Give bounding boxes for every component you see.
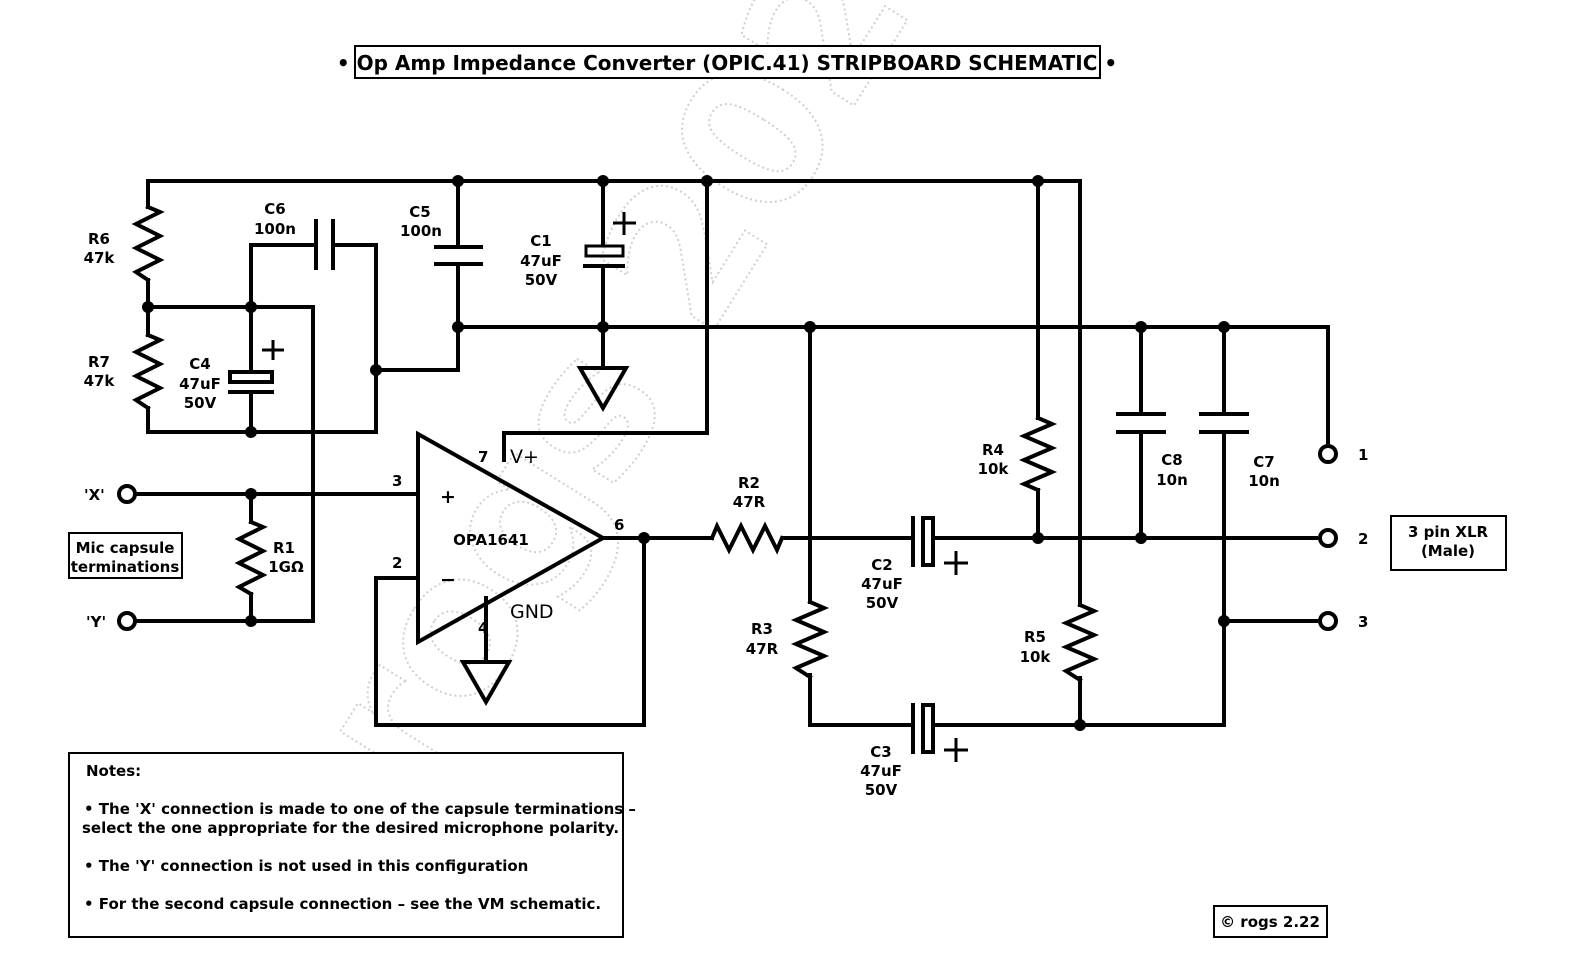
- resistor-r3: R3 47R: [746, 599, 830, 680]
- page-title: • Op Amp Impedance Converter (OPIC.41) S…: [337, 51, 1117, 75]
- c3-value: 47uF: [860, 762, 902, 780]
- resistor-r6: R6 47k: [84, 204, 165, 283]
- notes-box: Notes: • The 'X' connection is made to o…: [68, 752, 636, 938]
- xlr-box-line1: 3 pin XLR: [1408, 523, 1489, 541]
- r3-ref: R3: [751, 620, 773, 638]
- pin-3-label: 3: [392, 472, 402, 490]
- note-3: • For the second capsule connection – se…: [84, 895, 601, 913]
- r7-ref: R7: [88, 353, 110, 371]
- mic-capsule-line2: terminations: [71, 558, 180, 576]
- c7-ref: C7: [1253, 453, 1274, 471]
- r5-value: 10k: [1020, 648, 1052, 666]
- c5-value: 100n: [400, 222, 442, 240]
- c4-ref: C4: [189, 355, 210, 373]
- c8-value: 10n: [1156, 471, 1188, 489]
- pin-4-label: 4: [478, 619, 488, 637]
- xlr-pin-2-label: 2: [1358, 530, 1368, 548]
- c6-value: 100n: [254, 220, 296, 238]
- opamp-plus-sign: +: [440, 486, 456, 508]
- xlr-pin-1[interactable]: [1318, 444, 1338, 464]
- title-box: • Op Amp Impedance Converter (OPIC.41) S…: [337, 45, 1117, 79]
- c7-value: 10n: [1248, 472, 1280, 490]
- r4-ref: R4: [982, 441, 1004, 459]
- r6-value: 47k: [84, 249, 116, 267]
- mic-capsule-line1: Mic capsule: [76, 539, 175, 557]
- c2-voltage: 50V: [866, 594, 899, 612]
- note-2: • The 'Y' connection is not used in this…: [84, 857, 528, 875]
- c4-voltage: 50V: [184, 394, 217, 412]
- xlr-pin-3-label: 3: [1358, 613, 1368, 631]
- terminal-y[interactable]: [117, 611, 137, 631]
- xlr-pin-1-label: 1: [1358, 446, 1368, 464]
- c3-ref: C3: [870, 743, 891, 761]
- watermark: rogs 2022: [271, 0, 1025, 824]
- terminal-y-label: 'Y': [86, 613, 106, 631]
- xlr-pin-3[interactable]: [1318, 611, 1338, 631]
- resistor-r4: R4 10k: [978, 415, 1058, 493]
- capacitor-c1: C1 47uF 50V: [520, 212, 636, 289]
- resistor-r1: R1 1GΩ: [234, 519, 304, 597]
- c2-ref: C2: [871, 556, 892, 574]
- opamp-minus-sign: −: [440, 569, 456, 591]
- pin-7-label: 7: [478, 448, 488, 466]
- capacitor-c6: C6 100n: [254, 200, 335, 270]
- capacitor-c8: C8 10n: [1116, 412, 1188, 489]
- resistor-r5: R5 10k: [1020, 602, 1100, 683]
- xlr-box: [1390, 515, 1507, 571]
- c2-value: 47uF: [861, 575, 903, 593]
- opamp-part-label: OPA1641: [453, 531, 529, 549]
- r3-value: 47R: [746, 640, 779, 658]
- note-1-line1: • The 'X' connection is made to one of t…: [84, 800, 636, 818]
- resistor-r2: R2 47R: [709, 474, 785, 555]
- opamp-opa1641: + − OPA1641 3 2 6 7 4 V+ GND: [392, 430, 624, 646]
- r1-value: 1GΩ: [268, 558, 304, 576]
- c4-value: 47uF: [179, 375, 221, 393]
- capacitor-c2: C2 47uF 50V: [861, 516, 968, 612]
- r1-ref: R1: [273, 539, 295, 557]
- capacitor-c3: C3 47uF 50V: [860, 703, 968, 799]
- gnd-label: GND: [510, 601, 554, 623]
- ground-icon: [459, 660, 513, 707]
- capacitor-c4: C4 47uF 50V: [179, 340, 284, 412]
- xlr-box-line2: (Male): [1421, 542, 1475, 560]
- capacitor-c5: C5 100n: [400, 203, 483, 266]
- notes-heading: Notes:: [86, 762, 141, 780]
- c1-value: 47uF: [520, 252, 562, 270]
- r7-value: 47k: [84, 372, 116, 390]
- r2-ref: R2: [738, 474, 760, 492]
- c5-ref: C5: [409, 203, 430, 221]
- c1-voltage: 50V: [525, 271, 558, 289]
- mic-capsule-box: [68, 532, 183, 579]
- junctions: [142, 175, 1230, 731]
- pin-2-label: 2: [392, 554, 402, 572]
- pin-6-label: 6: [614, 516, 624, 534]
- ground-icon: [576, 366, 630, 413]
- r5-ref: R5: [1024, 628, 1046, 646]
- input-terminals: 'X' 'Y' Mic capsule terminations: [68, 484, 183, 631]
- xlr-output: 1 2 3 3 pin XLR (Male): [1318, 444, 1507, 631]
- c1-ref: C1: [530, 232, 551, 250]
- capacitor-c7: C7 10n: [1199, 412, 1280, 490]
- r2-value: 47R: [733, 493, 766, 511]
- c3-voltage: 50V: [865, 781, 898, 799]
- r6-ref: R6: [88, 230, 110, 248]
- copyright-label: © rogs 2.22: [1220, 913, 1320, 931]
- note-1-line2: select the one appropriate for the desir…: [82, 819, 619, 837]
- vplus-label: V+: [510, 446, 539, 468]
- resistor-r7: R7 47k: [84, 332, 165, 411]
- terminal-x-label: 'X': [84, 486, 105, 504]
- xlr-pin-2[interactable]: [1318, 528, 1338, 548]
- c8-ref: C8: [1161, 451, 1182, 469]
- terminal-x[interactable]: [117, 484, 137, 504]
- copyright-box: © rogs 2.22: [1213, 905, 1328, 938]
- c6-ref: C6: [264, 200, 285, 218]
- r4-value: 10k: [978, 460, 1010, 478]
